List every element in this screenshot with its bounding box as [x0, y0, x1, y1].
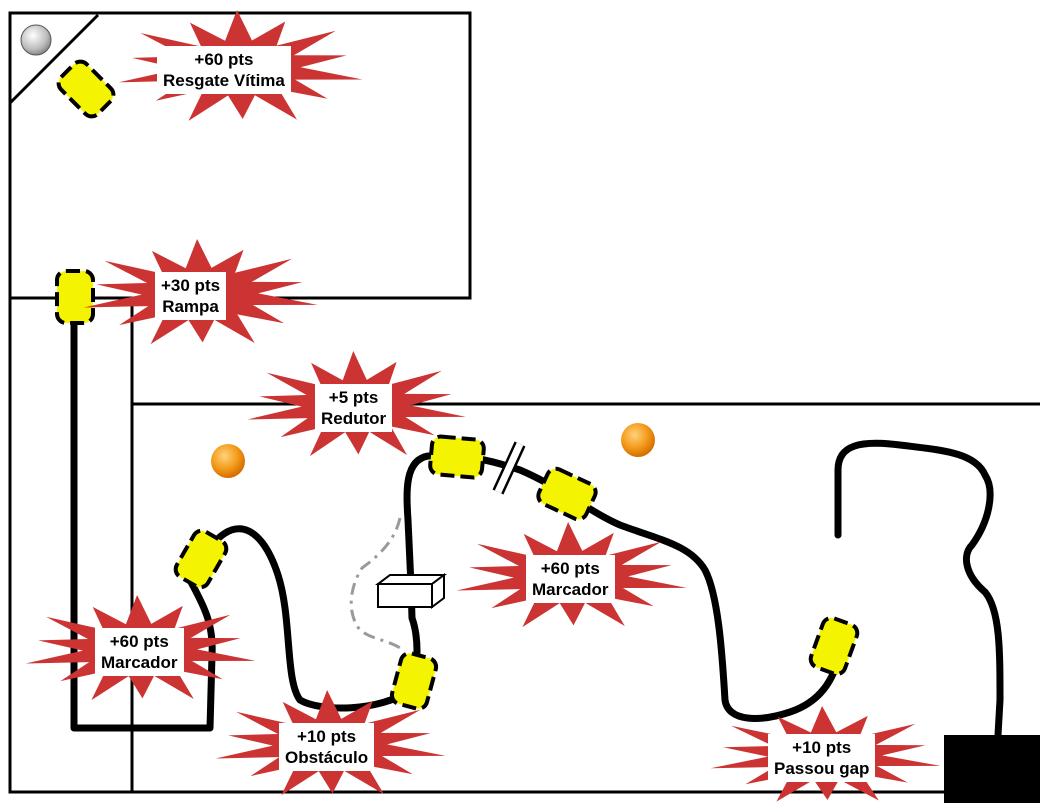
- label-ramp: +30 pts Rampa: [155, 272, 227, 320]
- victim-points: +60 pts: [194, 50, 254, 69]
- victim-name: Resgate Vítima: [163, 71, 285, 90]
- score-bursts: [25, 10, 941, 802]
- robot-ramp-icon: [55, 269, 95, 325]
- bump-points: +5 pts: [328, 388, 379, 407]
- bump-name: Redutor: [321, 409, 387, 428]
- robot-top-icon: [428, 434, 486, 480]
- label-gap: +10 pts Passou gap: [768, 734, 876, 782]
- gap-points: +10 pts: [792, 738, 852, 757]
- robot-mid-marker-icon: [536, 466, 598, 522]
- marker-left-name: Marcador: [101, 653, 178, 672]
- label-marker-left: +60 pts Marcador: [95, 628, 184, 676]
- silver-ball: [20, 24, 52, 56]
- robot-obstacle-icon: [389, 651, 439, 711]
- ramp-points: +30 pts: [161, 276, 221, 295]
- obstacle-points: +10 pts: [297, 727, 357, 746]
- robot-gap-icon: [808, 615, 860, 677]
- label-victim-rescue: +60 pts Resgate Vítima: [157, 46, 291, 94]
- label-speed-bump: +5 pts Redutor: [315, 384, 393, 432]
- label-marker-mid: +60 pts Marcador: [526, 555, 615, 603]
- robot-left-marker-icon: [173, 528, 229, 590]
- orange-ball-right: [621, 423, 655, 457]
- robot-victim-icon: [56, 59, 116, 119]
- robots: [55, 59, 860, 711]
- gap-name: Passou gap: [774, 759, 870, 778]
- obstacle-name: Obstáculo: [285, 748, 369, 767]
- obstacle-box: [375, 573, 447, 609]
- marker-left-points: +60 pts: [109, 632, 169, 651]
- label-obstacle: +10 pts Obstáculo: [279, 723, 375, 771]
- left-outer-wall: [8, 298, 1000, 794]
- speed-bump-inner: [494, 442, 524, 494]
- ramp-name: Rampa: [162, 297, 219, 316]
- line-track: [70, 296, 1004, 739]
- evacuation-zone-tile: [944, 735, 1040, 803]
- orange-ball-left: [211, 444, 245, 478]
- rescue-corner-wall: [8, 13, 100, 105]
- right-loop-line: [834, 439, 1004, 739]
- marker-mid-name: Marcador: [532, 580, 609, 599]
- obstacle-bypass-path: [349, 517, 404, 652]
- marker-mid-points: +60 pts: [540, 559, 600, 578]
